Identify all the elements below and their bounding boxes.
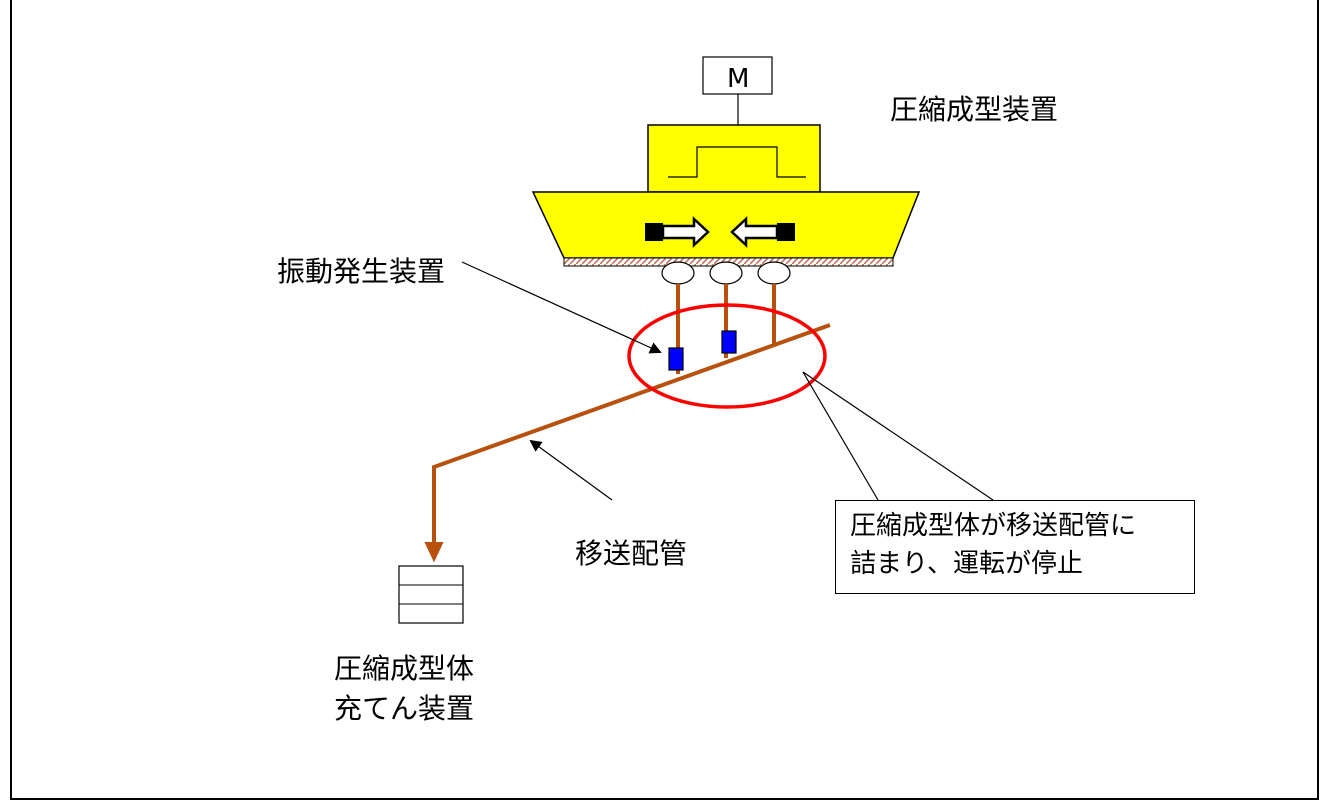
vibrator-leader-line [461,261,662,354]
press-ram-outline [668,146,806,178]
transfer-pipe [432,323,831,543]
transfer-pipe-arrowhead [424,542,444,563]
callout-line-1: 圧縮成型体が移送配管に [850,511,1137,541]
transfer-pipe-leader-line [529,439,613,501]
callout-pointer-left [802,371,879,501]
press-lower-body [531,191,921,259]
left-press-block [645,223,663,241]
callout-pointer-right [802,371,994,501]
filler-label-line2: 充てん装置 [334,692,475,725]
press-arrow-left [730,216,779,248]
callout-line-2: 詰まり、運転が停止 [850,549,1083,579]
vibrator-1 [668,347,684,371]
compression-device-label: 圧縮成型装置 [890,93,1059,126]
outlet-3 [757,261,791,285]
vibration-generator-label: 振動発生装置 [277,255,446,288]
outlet-1 [661,261,695,285]
press-upper-block [647,124,821,193]
clog-callout-box: 圧縮成型体が移送配管に 詰まり、運転が停止 [835,500,1195,594]
transfer-pipe-label: 移送配管 [575,537,688,570]
filler-label-line1: 圧縮成型体 [334,652,475,685]
clog-highlight-ring [627,303,827,409]
vibrator-2 [721,330,737,354]
press-arrow-right [661,216,710,248]
outlet-2 [709,261,743,285]
filler-device [398,565,464,624]
right-press-block [777,223,795,241]
motor-label: M [727,64,750,94]
